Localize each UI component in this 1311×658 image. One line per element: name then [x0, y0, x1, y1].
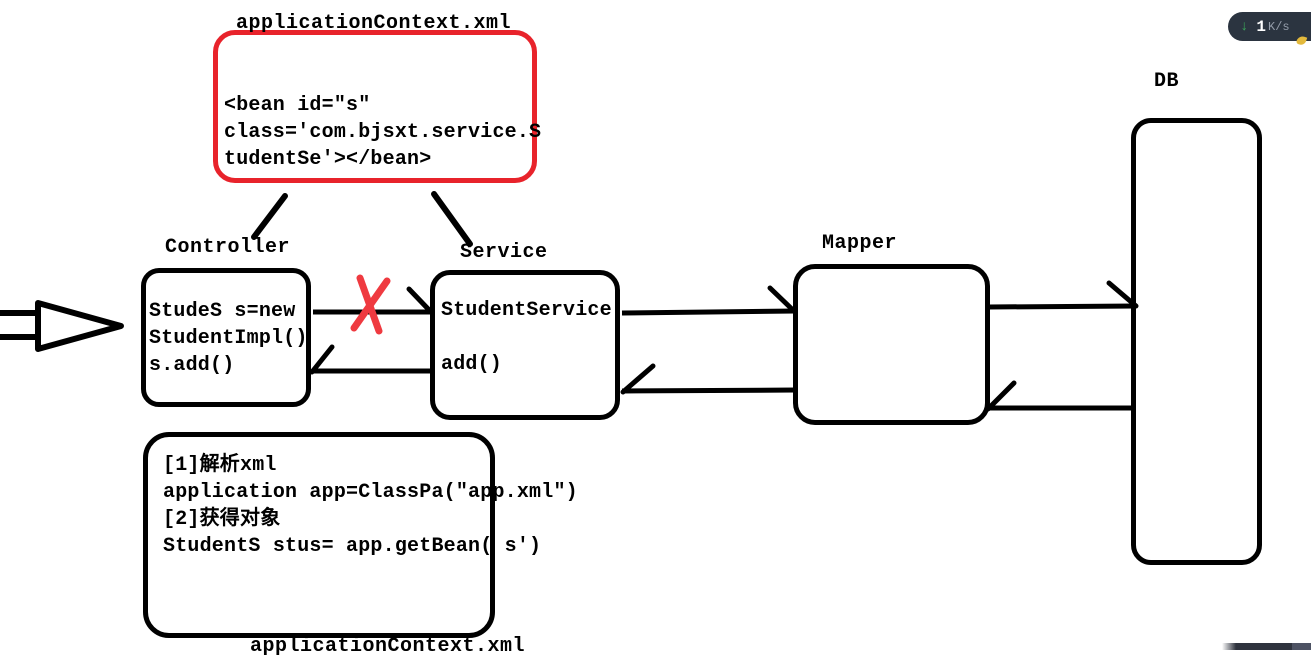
notes-line: application app=ClassPa("app.xml") — [163, 481, 578, 504]
config-box: <bean id="s" class='com.bjsxt.service.S … — [213, 30, 542, 183]
db-box — [1131, 118, 1262, 565]
connector-config-to-service — [431, 191, 473, 247]
arrowhead-mapper-to-service — [620, 363, 656, 395]
controller-box: StudeS s=new StudentImpl() s.add() — [141, 268, 311, 407]
hollow-entry-arrow-icon — [0, 300, 124, 352]
notes-box — [143, 432, 495, 638]
controller-code-line: s.add() — [149, 354, 235, 377]
notes-line: StudentS stus= app.getBean( s') — [163, 535, 542, 558]
config-code: <bean id="s" class='com.bjsxt.service.S … — [218, 35, 542, 173]
service-box: StudentService add() — [430, 270, 620, 420]
network-speed-badge[interactable]: ↓ 1 K/s — [1228, 12, 1311, 41]
notes-line: [1]解析xml — [163, 454, 277, 477]
arrow-mapper-to-db — [988, 303, 1137, 310]
arrowhead-db-to-mapper — [985, 380, 1017, 412]
service-label: Service — [460, 241, 548, 264]
service-code-line — [441, 324, 615, 351]
connector-config-to-controller — [251, 193, 288, 240]
config-code-line: tudentSe'></bean> — [224, 148, 432, 171]
controller-code: StudeS s=new StudentImpl() s.add() — [146, 273, 308, 379]
red-cross-icon — [350, 274, 391, 335]
config-box-title: applicationContext.xml — [236, 12, 512, 35]
bottom-clipped-caption: applicationContext.xml — [250, 635, 526, 658]
taskbar-edge-light[interactable] — [1292, 643, 1311, 650]
service-code-line: add() — [441, 353, 503, 376]
service-code-line: StudentService — [441, 299, 612, 322]
controller-code-line: StudeS s=new — [149, 300, 296, 323]
service-code: StudentService add() — [435, 275, 615, 378]
config-code-line: <bean id="s" — [224, 94, 371, 117]
arrow-service-to-mapper — [621, 308, 797, 316]
db-label: DB — [1154, 70, 1180, 93]
controller-code-line: StudentImpl() — [149, 327, 308, 350]
arrowhead-service-to-mapper — [767, 285, 798, 315]
network-speed-value: 1 — [1256, 17, 1267, 36]
controller-label: Controller — [165, 236, 291, 259]
arrow-mapper-to-service — [621, 387, 797, 394]
arrowhead-service-to-controller — [309, 344, 335, 375]
config-code-line: class='com.bjsxt.service.S — [224, 121, 542, 144]
network-speed-unit: K/s — [1268, 19, 1290, 34]
mapper-box — [793, 264, 990, 425]
download-arrow-icon: ↓ — [1240, 18, 1249, 35]
notes-text: [1]解析xml application app=ClassPa("app.xm… — [163, 452, 578, 560]
notes-line: [2]获得对象 — [163, 508, 281, 531]
taskbar-edge-dark[interactable] — [1222, 643, 1292, 650]
mapper-label: Mapper — [822, 232, 898, 255]
arrowhead-controller-to-service — [406, 286, 435, 316]
